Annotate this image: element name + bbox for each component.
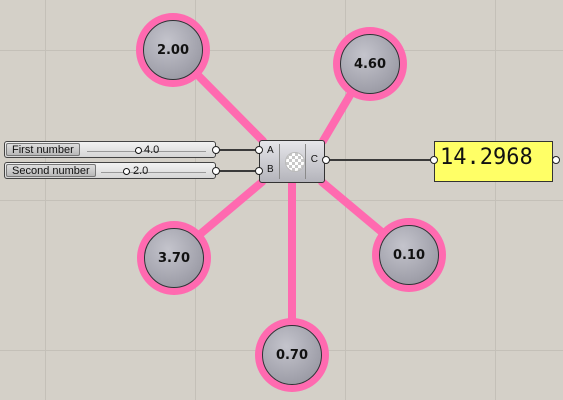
value-bubble-top-left[interactable]: 2.00 (143, 20, 203, 80)
input-a-label[interactable]: A (267, 145, 274, 156)
value-bubble-bottom[interactable]: 0.70 (262, 325, 322, 385)
formula-component[interactable]: A B C (259, 140, 325, 183)
slider-label: Second number (6, 164, 96, 177)
panel-value: 14.2968 (440, 145, 533, 170)
checker-icon (285, 152, 305, 172)
result-panel[interactable]: 14.2968 (434, 141, 553, 182)
output-grip[interactable] (212, 167, 220, 175)
output-grip-c[interactable] (322, 156, 330, 164)
input-b-label[interactable]: B (267, 164, 274, 175)
slider-value: 2.0 (133, 165, 149, 177)
first-number-slider[interactable]: First number 4.0 (4, 141, 216, 158)
output-c-label[interactable]: C (310, 154, 318, 165)
slider-label: First number (6, 143, 80, 156)
divider (305, 144, 306, 179)
input-grip-b[interactable] (255, 167, 263, 175)
slider-ticks (87, 151, 206, 152)
slider-value: 4.0 (144, 144, 160, 156)
panel-output-grip[interactable] (552, 156, 560, 164)
input-grip-a[interactable] (255, 146, 263, 154)
divider (279, 144, 280, 179)
value-bubble-middle-right[interactable]: 0.10 (379, 225, 439, 285)
second-number-slider[interactable]: Second number 2.0 (4, 162, 216, 179)
panel-input-grip[interactable] (430, 156, 438, 164)
slider-track[interactable]: 2.0 (97, 163, 210, 178)
output-grip[interactable] (212, 146, 220, 154)
slider-ticks (101, 172, 206, 173)
slider-track[interactable]: 4.0 (83, 142, 210, 157)
value-bubble-top-right[interactable]: 4.60 (340, 34, 400, 94)
slider-knob[interactable] (135, 147, 142, 154)
slider-knob[interactable] (123, 168, 130, 175)
value-bubble-middle-left[interactable]: 3.70 (144, 228, 204, 288)
